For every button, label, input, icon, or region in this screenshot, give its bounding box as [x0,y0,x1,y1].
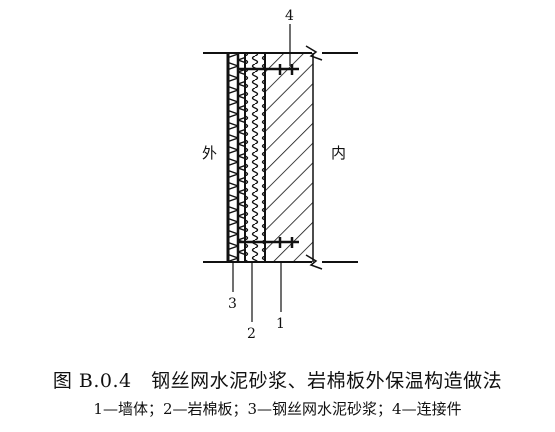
connector-top [238,64,299,75]
rock-wool-board [244,53,265,262]
callout-4: 4 [285,8,294,24]
callout-3: 3 [228,296,237,312]
figure-caption-title: 图 B.0.4 钢丝网水泥砂浆、岩棉板外保温构造做法 [52,370,503,392]
label-outside: 外 [202,144,217,162]
callout-2: 2 [247,326,256,342]
leader-lines [232,24,291,322]
connector-bottom [238,237,299,248]
callout-1: 1 [276,316,285,332]
figure-caption-legend: 1—墙体；2—岩棉板；3—钢丝网水泥砂浆；4—连接件 [93,400,462,418]
wall-body [264,45,323,270]
mesh-cement-mortar [226,53,245,262]
label-inside: 内 [331,144,346,162]
